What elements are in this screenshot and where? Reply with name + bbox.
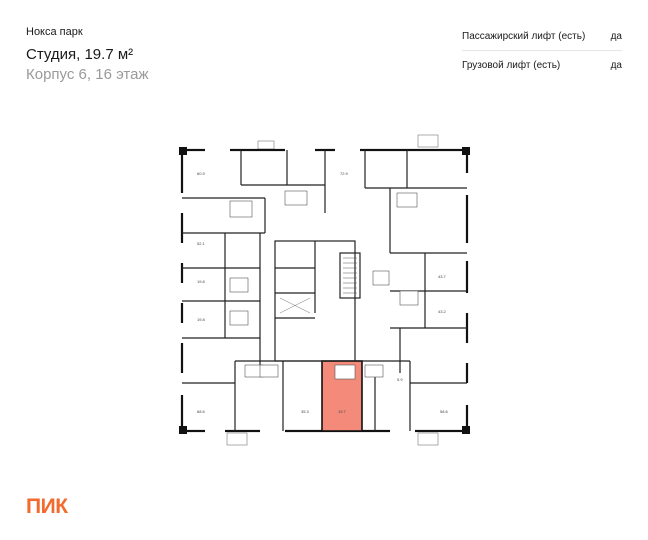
bathroom-fixtures xyxy=(229,190,419,380)
area-label: 60.9 xyxy=(197,171,206,176)
stairs xyxy=(343,257,357,294)
apartment-subtitle: Корпус 6, 16 этаж xyxy=(26,66,149,83)
features-list: Пассажирский лифт (есть) да Грузовой лиф… xyxy=(462,22,622,79)
area-label: 19.8 xyxy=(197,317,206,322)
area-label: 35.3 xyxy=(301,409,310,414)
floor-plan: 60.9 72.9 52.1 19.8 19.8 43.7 43.2 68.6 … xyxy=(179,134,470,446)
area-label: 19.7 xyxy=(338,409,347,414)
area-label: 43.2 xyxy=(438,309,447,314)
area-label: 19.8 xyxy=(197,279,206,284)
area-label: 68.6 xyxy=(197,409,206,414)
elevator-shafts xyxy=(279,297,311,314)
feature-row-freight-lift: Грузовой лифт (есть) да xyxy=(462,51,622,79)
area-label: 72.9 xyxy=(340,171,349,176)
area-label: 58.6 xyxy=(440,409,449,414)
interior-walls xyxy=(182,150,467,431)
area-label: 5.9 xyxy=(397,377,403,382)
apartment-title: Студия, 19.7 м² xyxy=(26,46,134,63)
feature-value: да xyxy=(610,59,622,71)
area-label: 43.7 xyxy=(438,274,447,279)
feature-row-passenger-lift: Пассажирский лифт (есть) да xyxy=(462,22,622,51)
area-label: 52.1 xyxy=(197,241,206,246)
project-name: Нокса парк xyxy=(26,26,83,38)
corner-blocks xyxy=(179,147,470,434)
feature-label: Пассажирский лифт (есть) xyxy=(462,30,586,42)
facade-windows xyxy=(180,148,469,433)
feature-value: да xyxy=(610,30,622,42)
feature-label: Грузовой лифт (есть) xyxy=(462,59,561,71)
pik-logo: ПИК xyxy=(26,495,68,518)
